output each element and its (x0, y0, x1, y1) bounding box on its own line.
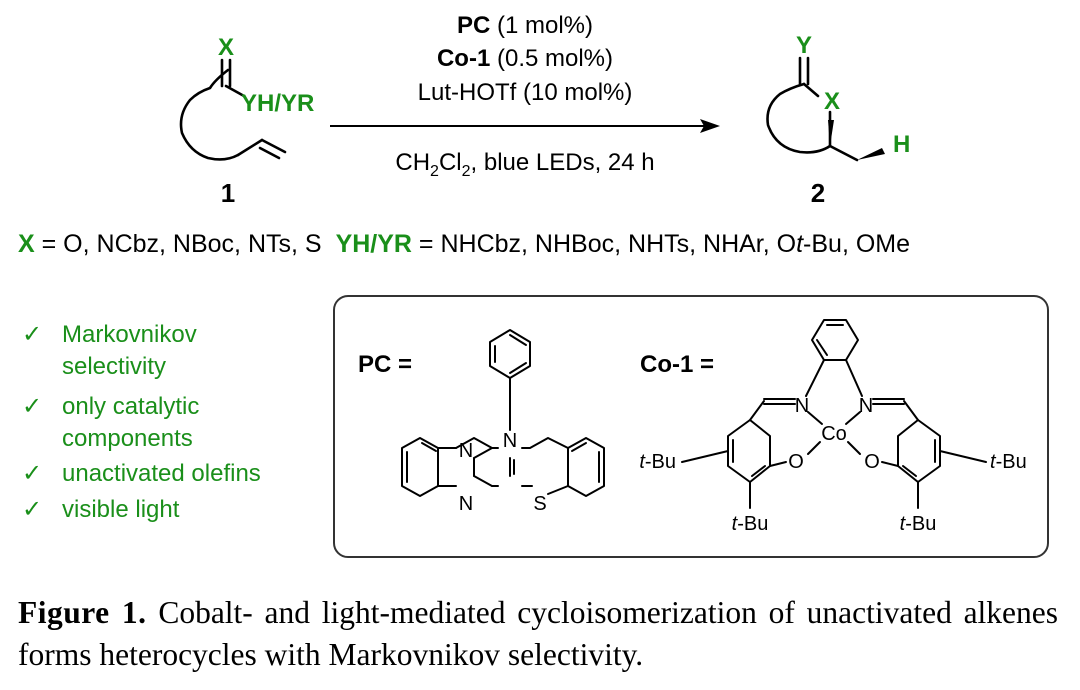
product-x-atom: X (824, 88, 840, 115)
co1-right-aryl-ring (897, 419, 941, 483)
co1-tbu-right: t-Bu (990, 451, 1027, 473)
alkene-bond-2 (258, 146, 281, 160)
co1-ring-double (751, 465, 766, 477)
co1-label: Co-1 = (640, 351, 714, 378)
feature-item-2-line2: components (62, 425, 193, 452)
check-icon: ✓ (22, 321, 42, 348)
check-icon: ✓ (22, 460, 42, 487)
pc-bond (473, 447, 493, 459)
co1-n-left: N (795, 395, 809, 417)
pc-right-benzo (567, 437, 605, 497)
pc-phenyl-double (509, 362, 527, 374)
co1-structure: Co-1 = N N Co O (639, 319, 1027, 535)
feature-item-1-line2: selectivity (62, 353, 166, 380)
alkene-bond-1 (260, 138, 287, 154)
figure-caption-label: Figure 1. (18, 595, 147, 630)
feature-item-1-line1: Markovnikov (62, 321, 197, 348)
co1-left-aryl-ring (727, 419, 771, 483)
co1-ring-double (902, 465, 917, 477)
figure-caption-text: Cobalt- and light-mediated cycloisomeriz… (18, 595, 1059, 672)
pc-ring-top-r (521, 437, 569, 449)
pc-bond (547, 485, 569, 495)
pc-bond (473, 475, 493, 487)
co1-bond (845, 411, 861, 425)
pc-left-benzo (401, 437, 439, 497)
co1-ring-double (816, 339, 828, 356)
product-y-atom: Y (796, 32, 812, 59)
co1-bond (769, 461, 787, 467)
conditions-line-solvent: CH2Cl2, blue LEDs, 24 h (395, 149, 654, 180)
pc-n-top: N (459, 440, 473, 462)
reactant-structure: X YH/YR 1 (179, 34, 314, 208)
co1-bond (939, 450, 987, 463)
co1-bond (847, 441, 861, 455)
reaction-arrow-head (700, 119, 720, 133)
co1-bond (881, 461, 899, 467)
co1-o-right: O (864, 451, 880, 473)
co1-bond (807, 411, 823, 425)
pc-phenyl-double (509, 334, 527, 346)
co1-bond (903, 400, 919, 421)
reactant-ring-arc (179, 68, 240, 161)
co1-bond (845, 359, 863, 397)
catalyst-box (333, 295, 1049, 558)
product-number: 2 (811, 178, 825, 208)
pc-structure: PC = N N N S (358, 329, 605, 515)
conditions-line-lut: Lut-HOTf (10 mol%) (418, 79, 633, 106)
product-ring-arc (766, 82, 832, 154)
pc-ring-top (455, 437, 499, 449)
pc-benzo-double (571, 442, 587, 452)
reactant-x-atom: X (218, 34, 234, 61)
product-h-wedge (857, 148, 885, 160)
reactant-yh-label: YH/YR (241, 90, 314, 117)
pc-label: PC = (358, 351, 412, 378)
feature-item-4-line1: visible light (62, 496, 180, 523)
check-icon: ✓ (22, 393, 42, 420)
reaction-conditions: PC (1 mol%) Co-1 (0.5 mol%) Lut-HOTf (10… (330, 12, 720, 180)
co1-co-atom: Co (821, 423, 847, 445)
check-icon: ✓ (22, 496, 42, 523)
product-ch2-bond (828, 144, 859, 162)
pc-s-atom: S (533, 493, 546, 515)
pc-benzo-double (421, 442, 437, 452)
co1-o-left: O (788, 451, 804, 473)
chain-bond (224, 84, 246, 98)
product-stereo-wedge (828, 120, 834, 146)
feature-item-2-line1: only catalytic (62, 393, 199, 420)
conditions-line-pc: PC (1 mol%) (457, 12, 593, 39)
feature-list: ✓ Markovnikov selectivity ✓ only catalyt… (22, 321, 261, 523)
vinyl-bond (236, 138, 264, 157)
co1-tbu-left: t-Bu (639, 451, 676, 473)
co1-tbu-bottom-right: t-Bu (900, 513, 937, 535)
product-h-label: H (893, 131, 910, 158)
co1-bond (749, 400, 765, 421)
feature-item-3-line1: unactivated olefins (62, 460, 261, 487)
pc-n-bottom: N (459, 493, 473, 515)
reactant-number: 1 (221, 178, 235, 208)
product-c-x-bond (802, 82, 820, 98)
product-structure: Y X H 2 (766, 32, 910, 208)
pc-n-ring: N (503, 430, 517, 452)
conditions-line-co1: Co-1 (0.5 mol%) (437, 45, 613, 72)
co1-bond (681, 450, 729, 463)
co1-tbu-bottom-left: t-Bu (732, 513, 769, 535)
co1-bond (805, 359, 825, 397)
co1-bond (807, 441, 821, 455)
co1-n-right: N (859, 395, 873, 417)
figure-caption: Figure 1. Cobalt- and light-mediated cyc… (18, 592, 1058, 676)
